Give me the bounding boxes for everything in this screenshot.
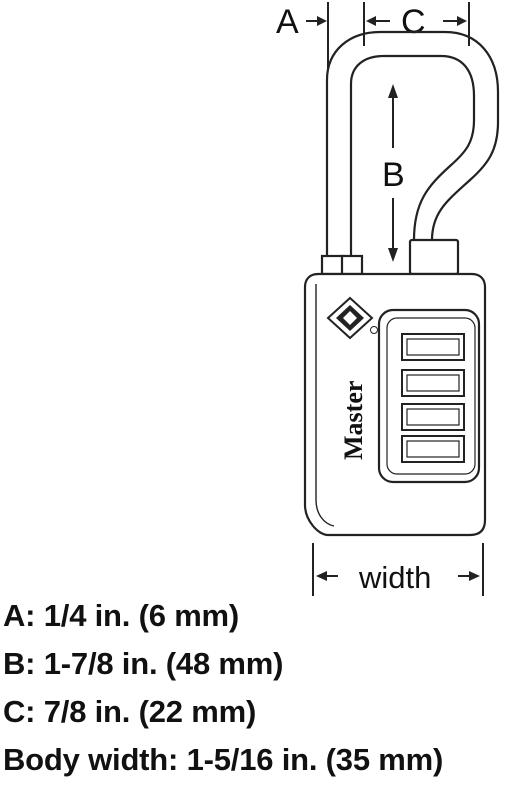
dimension-width-label: width	[358, 560, 431, 595]
spec-body-width: Body width: 1-5/16 in. (35 mm)	[3, 736, 521, 784]
dimension-c: C	[363, 2, 470, 46]
brand-wordmark: Master	[339, 381, 368, 460]
lock-body: Master	[303, 272, 487, 537]
spec-a: A: 1/4 in. (6 mm)	[3, 592, 521, 640]
dimension-c-right-arrowhead	[457, 16, 467, 26]
dimension-specs-list: A: 1/4 in. (6 mm) B: 1-7/8 in. (48 mm) C…	[3, 592, 521, 784]
combination-wheels	[401, 333, 465, 463]
dimension-a-arrowhead	[317, 16, 327, 26]
shackle-left-collar-1	[320, 254, 346, 276]
registered-mark-icon	[370, 326, 378, 334]
spec-value: 1-7/8 in. (48 mm)	[43, 646, 284, 681]
dimension-c-left-arrowhead	[366, 16, 376, 26]
dimension-width-left-arrowhead	[316, 571, 327, 581]
dimension-a: A	[276, 2, 329, 70]
lock-body-inner-edge	[315, 284, 335, 527]
spec-b: B: 1-7/8 in. (48 mm)	[3, 640, 521, 688]
spec-label: Body width:	[3, 742, 179, 777]
diamond-logo-icon	[326, 296, 374, 340]
shackle-left-collar-2	[340, 254, 364, 276]
dimension-b-label: B	[382, 156, 405, 194]
spec-label: C:	[3, 694, 36, 729]
spec-value: 7/8 in. (22 mm)	[43, 694, 257, 729]
dimension-c-label: C	[401, 3, 426, 41]
dimension-a-label: A	[276, 3, 299, 41]
spec-c: C: 7/8 in. (22 mm)	[3, 688, 521, 736]
combination-wheel	[401, 435, 465, 463]
dimension-width-right-arrowhead	[469, 571, 480, 581]
spec-value: 1-5/16 in. (35 mm)	[186, 742, 444, 777]
shackle-inner-contour	[349, 54, 476, 258]
shackle	[320, 30, 500, 276]
combination-wheel	[401, 333, 465, 361]
combination-wheel	[401, 369, 465, 397]
spec-label: A:	[3, 598, 36, 633]
spec-label: B:	[3, 646, 36, 681]
dimension-width: width	[312, 543, 484, 596]
dimension-b-top-arrowhead	[388, 84, 398, 98]
shackle-right-foot	[408, 238, 460, 276]
combination-wheel	[401, 403, 465, 431]
padlock-diagram: A C B	[276, 2, 500, 596]
shackle-outer-contour	[325, 30, 500, 258]
dimension-b-bottom-arrowhead	[388, 248, 398, 262]
dimension-b: B	[382, 84, 405, 262]
spec-value: 1/4 in. (6 mm)	[43, 598, 240, 633]
